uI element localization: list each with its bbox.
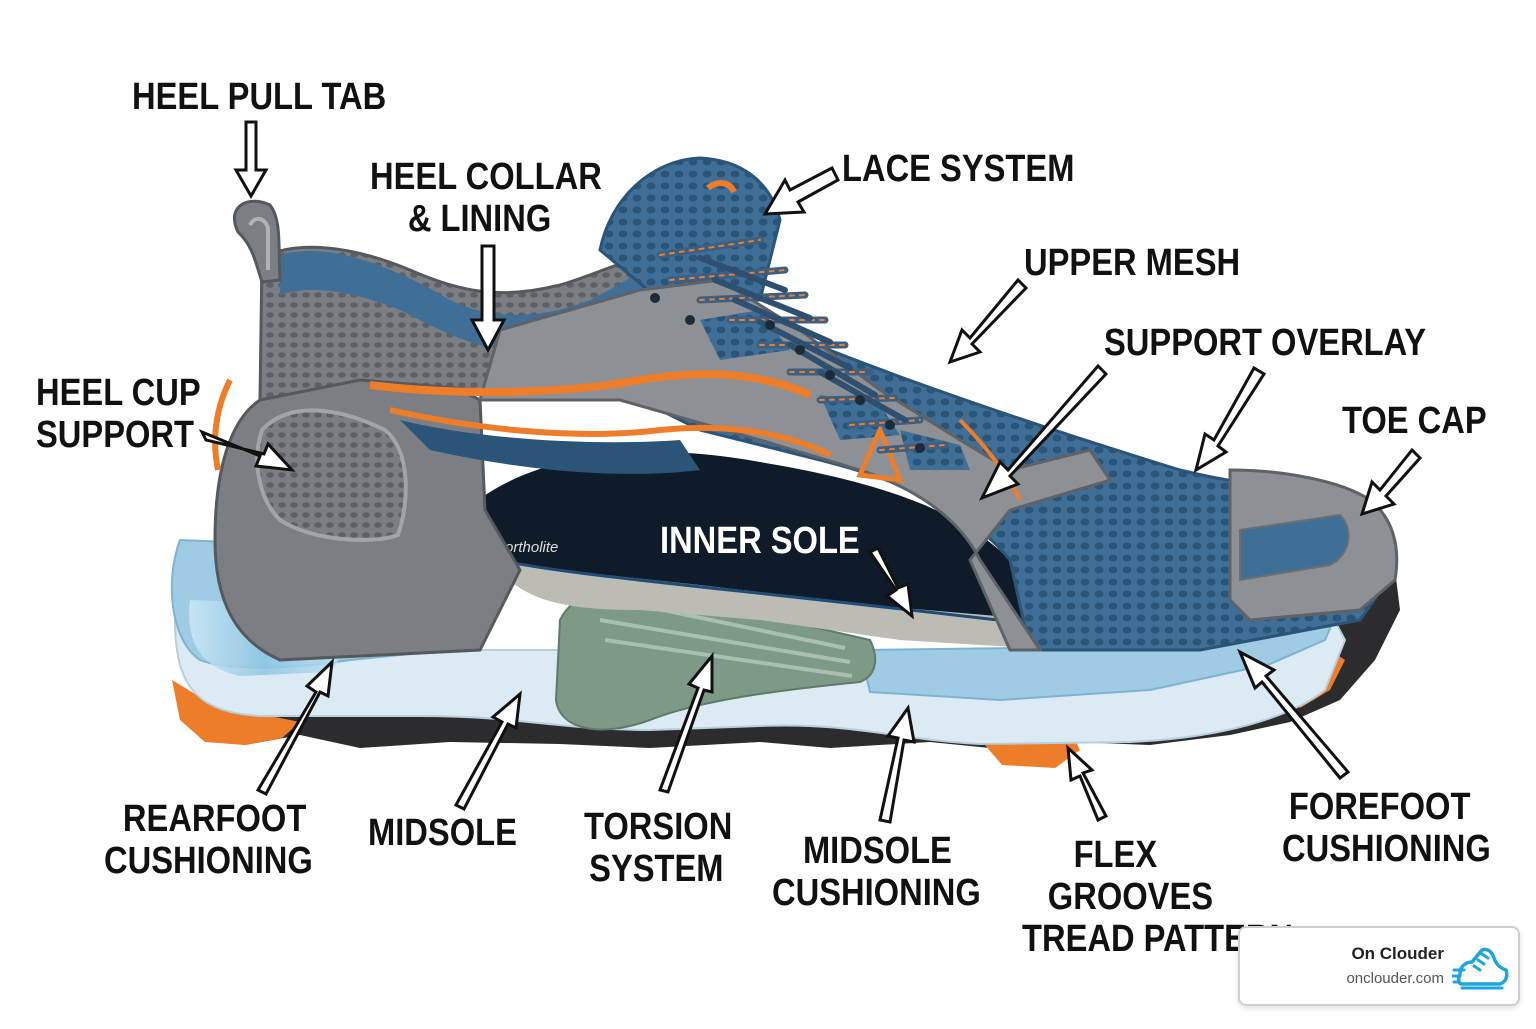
watermark-badge[interactable]: On Clouder onclouder.com [1238,926,1520,1006]
label-rearfoot-cushioning: REARFOOT CUSHIONING [104,798,313,882]
arrows [198,120,1423,824]
insole-foam [490,560,1030,648]
heel-pull-tab [232,199,282,284]
running-shoe-icon [1452,947,1509,990]
accent-stripe-1 [369,370,812,399]
label-torsion-system: TORSION SYSTEM [584,806,733,890]
label-toe-cap: TOE CAP [1342,400,1487,442]
label-inner-sole: INNER SOLE [660,520,860,562]
outsole-orange-forefoot [985,740,1080,768]
label-forefoot-cushioning: FOREFOOT CUSHIONING [1282,786,1491,870]
watermark-site: onclouder.com [1346,970,1444,987]
label-heel-cup-support: HEEL CUP SUPPORT [36,372,201,456]
label-heel-collar-lining: HEEL COLLAR & LINING [370,156,602,240]
label-midsole-cushioning: MIDSOLE CUSHIONING [772,830,981,914]
label-lace-system: LACE SYSTEM [842,148,1075,190]
accent-stripe-2 [389,407,832,458]
label-heel-pull-tab: HEEL PULL TAB [132,76,387,118]
label-upper-mesh: UPPER MESH [1024,242,1241,284]
insole-print: ortholite [505,539,558,556]
label-midsole: MIDSOLE [368,812,517,854]
label-support-overlay: SUPPORT OVERLAY [1104,322,1427,364]
heel-cup-window [255,408,408,542]
watermark-brand: On Clouder [1351,944,1444,963]
